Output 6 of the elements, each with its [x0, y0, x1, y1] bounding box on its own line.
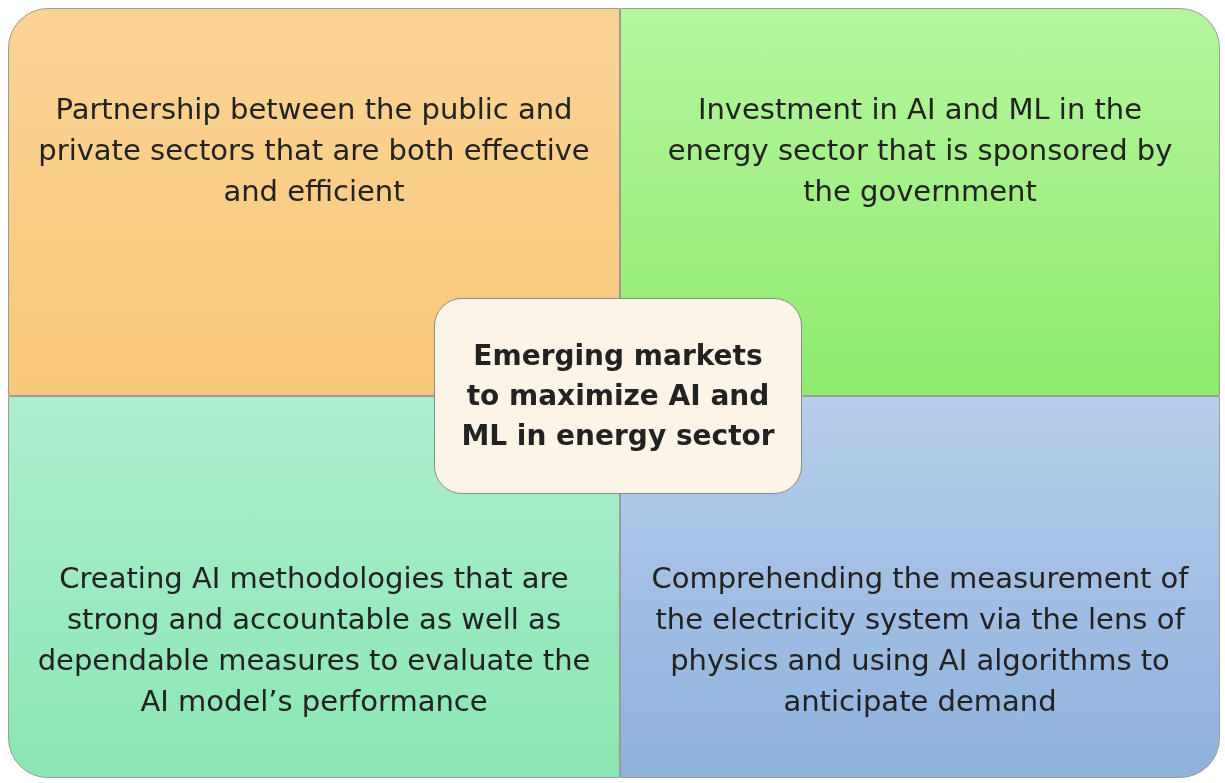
quadrant-text: Comprehending the measurement of the electricity system via the lens of physics and using AI algorithms to anticipate demand	[650, 560, 1190, 720]
center-box	[434, 298, 802, 494]
quadrant-text: Partnership between the public and private sectors that are both effective and efficient	[37, 91, 591, 210]
center-heading: Emerging markets to maximize AI and ML in energy sector	[460, 338, 776, 454]
quadrant-text: Creating AI methodologies that are strong and accountable as well as dependable measures to evaluate the AI model’s performance	[36, 560, 592, 720]
quadrant-text: Investment in AI and ML in the energy sector that is sponsored by the government	[666, 91, 1174, 210]
